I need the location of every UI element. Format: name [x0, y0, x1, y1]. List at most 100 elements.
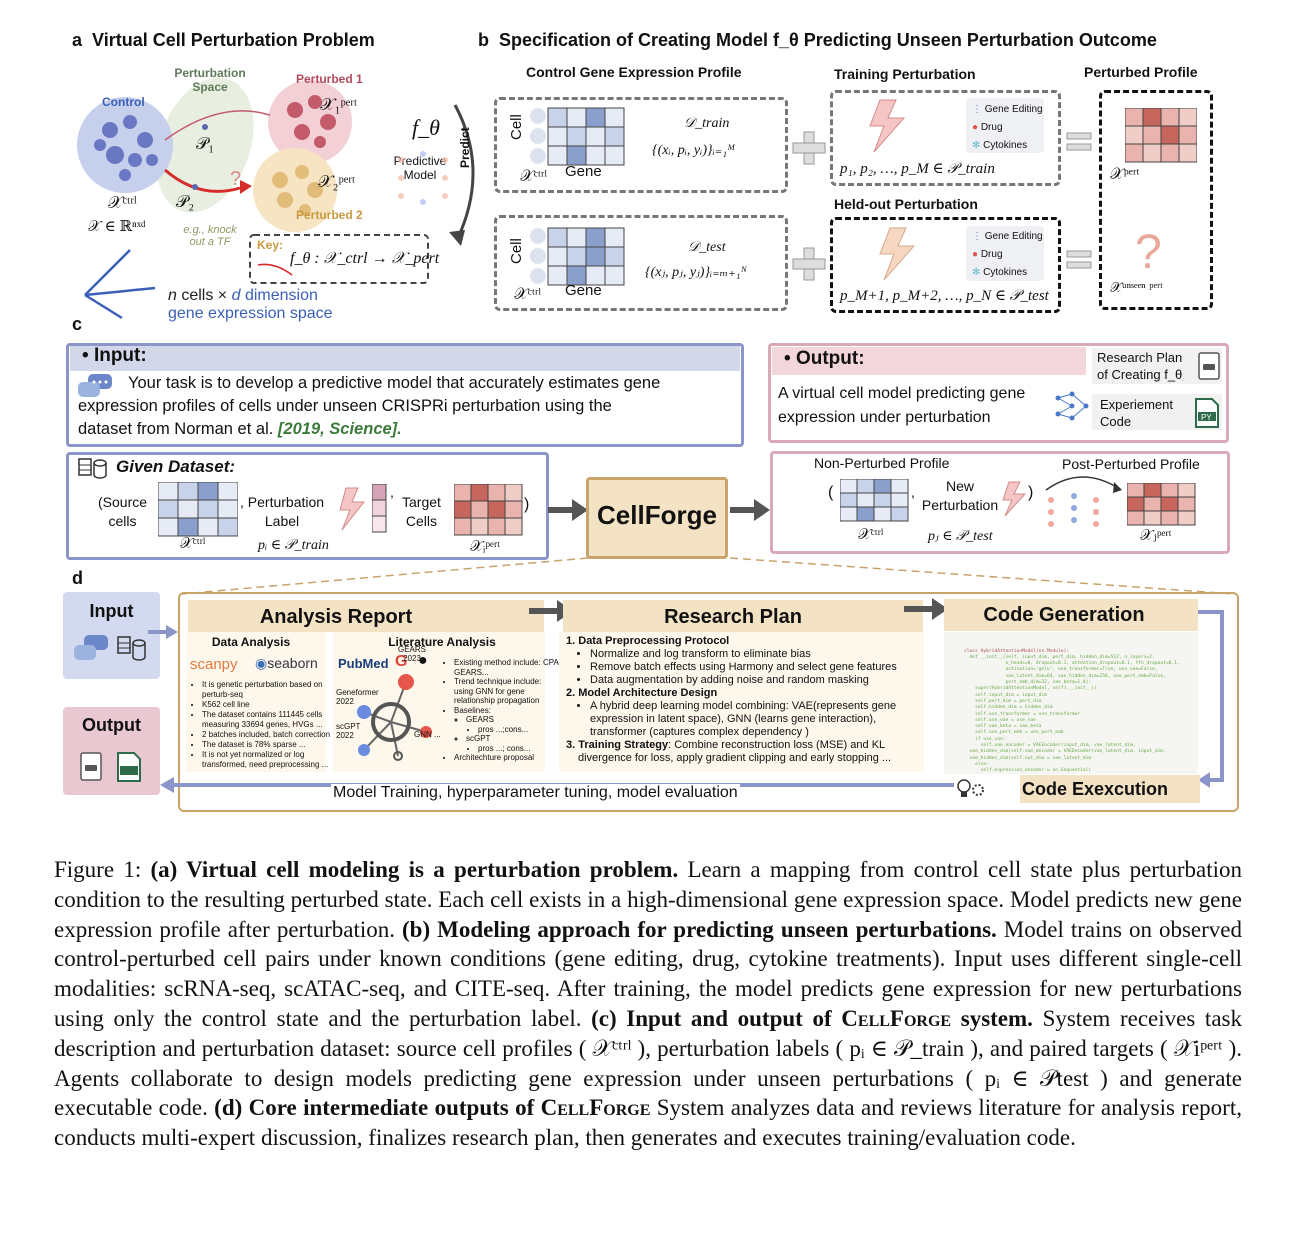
code-execution-header: [1020, 775, 1200, 803]
input-box: [66, 343, 744, 447]
pert-profile-matrix: [1125, 108, 1197, 163]
code-execution-title: Code Exexcution: [1021, 779, 1169, 799]
network-icon-pred: [1045, 476, 1122, 527]
x-pert1-label: 𝒳₁ᵖᵉʳᵗ: [320, 95, 358, 114]
perturbed2-cells-icon: [253, 148, 337, 232]
scanpy-logo: scanpy: [190, 656, 238, 673]
output-header-band: [772, 347, 1086, 375]
cellforge-label: CellForge: [597, 500, 717, 530]
test-control-matrix: [530, 227, 625, 286]
d-train: 𝒟_train: [684, 116, 730, 131]
panel-a-title: a Virtual Cell Perturbation Problem: [72, 30, 375, 50]
cell-label: Cell: [508, 114, 525, 140]
pipeline-input-card: [63, 592, 160, 679]
comma-pred: ,: [911, 484, 915, 500]
neural-net-icon: [398, 151, 448, 205]
nonpert-matrix: [840, 479, 909, 522]
panel-c-letter: c: [72, 314, 83, 334]
close-paren-pred: ): [1028, 484, 1034, 501]
x-pert2-label: 𝒳₂ᵖᵉʳᵗ: [318, 172, 356, 191]
input-arrow: [148, 625, 178, 639]
control-label: Control: [102, 95, 145, 109]
predict-label: Predict: [458, 127, 472, 168]
pipeline-output-label: Output: [82, 715, 141, 735]
python-file-icon: PY: [1195, 398, 1219, 428]
input-title: • Input:: [82, 345, 147, 366]
panel-b-title: b Specification of Creating Model f_θ Pr…: [478, 30, 1157, 50]
arrow-from-cellforge: [730, 499, 770, 521]
document-icon: [1198, 352, 1220, 380]
d-test-set: {(xⱼ, pⱼ, yⱼ)}ᵢ₌ₘ₊₁ᴺ: [645, 265, 747, 280]
zoom-lines: [181, 557, 1235, 595]
lightning-icon-c: [339, 487, 366, 531]
data-analysis-list: It is genetic perturbation based on pert…: [186, 680, 342, 770]
given-dataset-title: Given Dataset:: [116, 457, 236, 476]
github-icon: ●: [418, 652, 428, 669]
perturbed2-label: Perturbed 2: [296, 208, 363, 222]
research-plan-content: 1. Data Preprocessing Protocol Normalize…: [566, 635, 920, 765]
pubmed-logo: PubMed: [338, 656, 389, 671]
control-cells-icon: [77, 97, 173, 193]
loop-text: Model Training, hyperparameter tuning, m…: [331, 784, 740, 802]
equals-icon-top: [1066, 132, 1092, 151]
source-matrix: [158, 482, 238, 537]
modality-list-test: ⋮ Gene Editing ● Drug ✻ Cytokines: [972, 231, 1043, 278]
gear-lightbulb-icon: [957, 779, 984, 797]
pipeline-output-icons: [80, 752, 141, 782]
literature-graph: [357, 674, 432, 761]
plus-icon-bottom: [792, 247, 826, 281]
modality-legend-train: [966, 98, 1044, 153]
test-control-box: [494, 215, 788, 311]
pj-test-label: pⱼ ∈ 𝒫_test: [928, 529, 993, 544]
control-profile-label: Control Gene Expression Profile: [526, 64, 742, 80]
x-ctrl-test: 𝒳ᶜᵗʳˡ: [514, 286, 542, 303]
prediction-box: [770, 451, 1230, 554]
lightning-icon-test: [879, 227, 916, 281]
close-paren: ): [524, 496, 530, 513]
train-control-box: [494, 97, 788, 193]
panel-d-letter: d: [72, 568, 83, 588]
comma-sep: ,: [390, 484, 394, 500]
p2-label: 𝒫₂: [176, 192, 195, 211]
code-lines: class HybridAttentionModel(nn.Module): d…: [964, 648, 1180, 774]
cellforge-box: [586, 477, 728, 559]
research-plan-card: [559, 632, 924, 772]
x-in-r-label: 𝒳 ∈ ℝⁿˣᵈ: [88, 219, 146, 235]
pipeline-input-label: Input: [89, 601, 134, 621]
pi-train-label: pᵢ ∈ 𝒫_train: [258, 538, 329, 553]
training-perturbation-label: Training Perturbation: [834, 66, 976, 82]
perturbed-profile-box: [1099, 90, 1213, 310]
modality-list-train: ⋮ Gene Editing ● Drug ✻ Cytokines: [972, 104, 1043, 151]
plus-icon-top: [792, 131, 826, 165]
code-generation-header: [944, 599, 1198, 631]
x-ctrl-label: 𝒳ᶜᵗʳˡ: [108, 193, 137, 212]
output-box: [768, 343, 1229, 443]
gene-label-train: Gene: [565, 163, 602, 180]
d-test: 𝒟_test: [688, 240, 726, 255]
key-box: [249, 234, 429, 284]
xi-pert-label: 𝒳ᵢᵖᵉʳᵗ: [470, 539, 500, 555]
data-analysis-card: [186, 632, 326, 772]
research-plan-header: [563, 600, 923, 632]
p1-label: 𝒫₁: [196, 134, 215, 153]
analysis-report-title: Analysis Report: [259, 606, 413, 628]
f-theta-label: f_θ: [412, 115, 440, 140]
space-line1: n cells × d dimension: [168, 287, 318, 304]
lightning-icon-pred: [1002, 481, 1027, 517]
google-icon: G: [395, 653, 408, 670]
gnn-node-label: GNN ...: [414, 730, 441, 739]
network-icon-output: [1055, 391, 1089, 421]
gene-label-test: Gene: [565, 282, 602, 299]
code-preview: [944, 632, 1198, 774]
perturbed1-label: Perturbed 1: [296, 72, 363, 86]
code-generation-title: Code Generation: [983, 604, 1145, 626]
predict-arrow: [449, 104, 475, 246]
pipeline-frame: [178, 592, 1239, 812]
